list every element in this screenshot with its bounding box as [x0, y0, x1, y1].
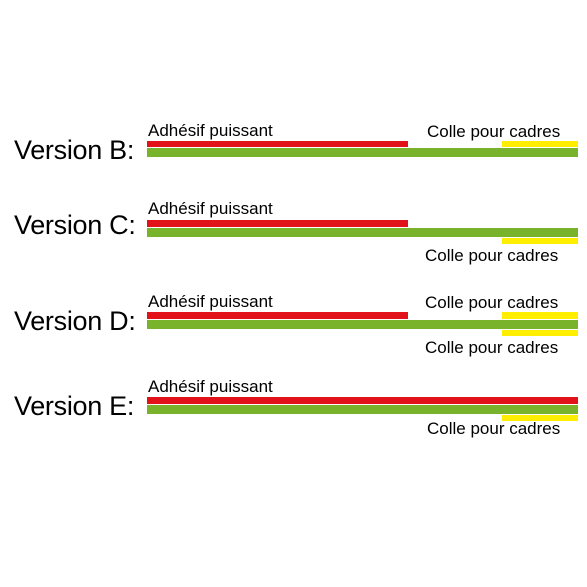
adhesive-label: Adhésif puissant [148, 121, 273, 140]
version-label: Version E: [14, 391, 135, 421]
frame-glue-label-bottom: Colle pour cadres [427, 419, 561, 438]
adhesive-strip [147, 220, 408, 227]
frame-glue-strip-bottom [502, 330, 578, 336]
base-strip [147, 320, 578, 329]
frame-glue-strip-bottom [502, 238, 578, 244]
version-label: Version C: [14, 210, 136, 240]
frame-glue-strip-bottom [502, 415, 578, 421]
adhesive-strip [147, 141, 408, 147]
adhesive-label: Adhésif puissant [148, 377, 273, 396]
frame-glue-label-top: Colle pour cadres [425, 293, 559, 312]
base-strip [147, 148, 578, 157]
version-label: Version B: [14, 135, 135, 165]
frame-glue-strip-top [502, 312, 578, 319]
adhesive-label: Adhésif puissant [148, 292, 273, 311]
version-label: Version D: [14, 306, 136, 336]
base-strip [147, 405, 578, 414]
frame-glue-strip-top [502, 141, 578, 147]
frame-glue-label-top: Colle pour cadres [427, 122, 561, 141]
adhesive-strip [147, 397, 578, 404]
adhesive-strip [147, 312, 408, 319]
frame-glue-label-bottom: Colle pour cadres [425, 246, 559, 265]
frame-glue-label-bottom: Colle pour cadres [425, 338, 559, 357]
base-strip [147, 228, 578, 237]
adhesive-label: Adhésif puissant [148, 199, 273, 218]
